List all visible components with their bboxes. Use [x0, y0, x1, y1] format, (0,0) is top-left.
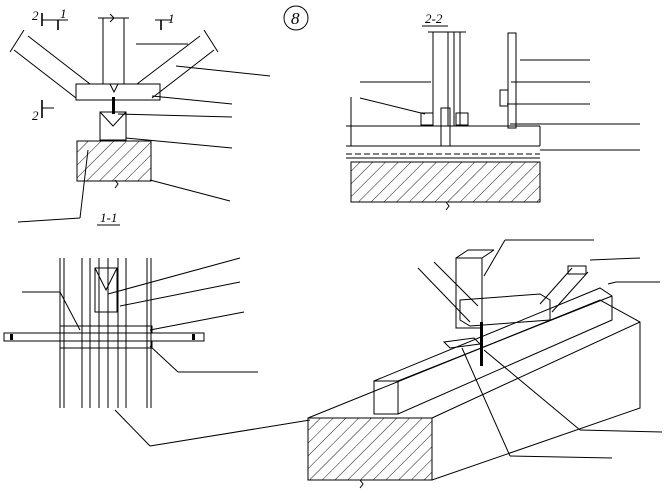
- detail-number-marker: 8: [283, 5, 309, 31]
- detail-number: 8: [291, 9, 300, 28]
- foundation-block-elevation: [76, 140, 152, 182]
- section-2-2-title: 2-2: [425, 11, 443, 26]
- cut-label-2-bottom: 2: [32, 108, 39, 123]
- cut-label-2-top: 2: [32, 8, 39, 23]
- cut-label-1-right: 1: [168, 11, 175, 26]
- section-1-1-title: 1-1: [100, 210, 117, 225]
- elevation-view: 1 1 2 2: [9, 6, 271, 223]
- axonometric-view: [307, 239, 663, 489]
- cap-beam: [75, 83, 161, 101]
- section-2-2: 2-2: [346, 11, 640, 211]
- section-1-1: 1-1: [3, 210, 311, 447]
- cut-label-1-left: 1: [60, 6, 67, 21]
